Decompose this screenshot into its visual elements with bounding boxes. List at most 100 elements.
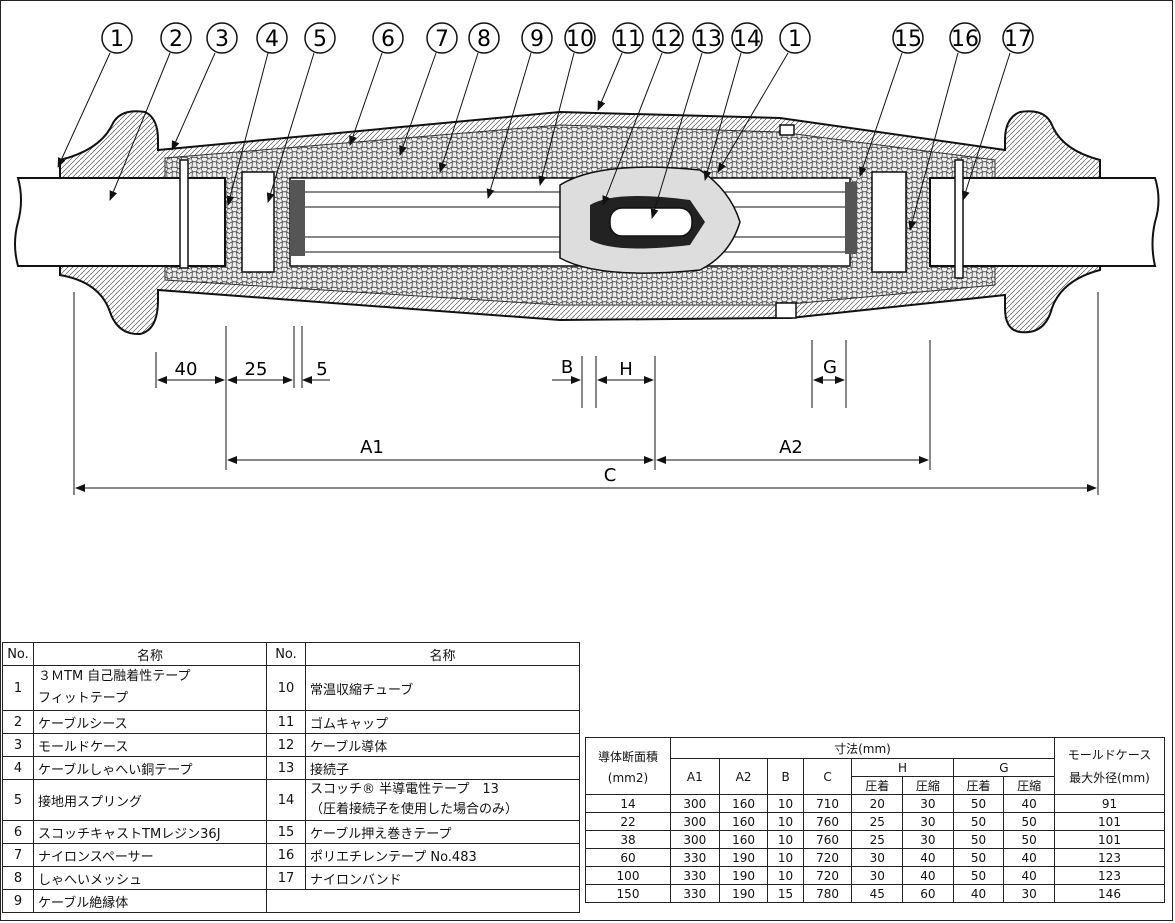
callout-15: 15 [859,22,924,177]
table-cell: 50 [952,812,1005,831]
cable-core [179,124,964,319]
header-no2: No. [266,642,306,666]
dimension-labels: 40 25 5 B H G A1 A2 C [175,357,837,486]
table-cell: 190 [718,848,769,867]
table-cell: 60 [585,848,671,867]
table-cell: 160 [718,830,769,849]
table-cell: 146 [1054,884,1165,903]
table-cell: 190 [718,884,769,903]
svg-text:15: 15 [894,27,922,52]
callout-9: 9 [486,22,553,199]
table-cell: 50 [1003,830,1055,849]
svg-text:A1: A1 [360,437,384,458]
table-cell: 22 [585,812,671,831]
table-cell: 123 [1054,848,1165,867]
callout-5: 5 [266,22,336,203]
table-cell: 760 [802,812,853,831]
svg-text:12: 12 [654,27,682,52]
svg-text:8: 8 [477,27,491,52]
table-cell: 760 [802,830,853,849]
table-cell: 10 [767,812,804,831]
table-row: 1 ３ＭTM 自己融着性テープフィットテープ 10 常温収縮チューブ [2,665,580,711]
table-cell: 330 [670,848,720,867]
table-cell: 25 [851,830,904,849]
dimension-lines [73,292,1099,495]
callout-7: 7 [399,22,458,156]
table-cell: 30 [1003,884,1055,903]
callout-6: 6 [349,22,404,146]
table-cell: 50 [1003,812,1055,831]
table-cell: 40 [952,884,1005,903]
callout-4: 4 [226,22,288,206]
svg-text:G: G [823,357,837,378]
callout-8: 8 [438,22,500,173]
svg-text:H: H [619,359,633,380]
table-cell: 20 [851,794,904,813]
table-cell: 50 [952,866,1005,885]
table-cell: 100 [585,866,671,885]
svg-text:1: 1 [788,27,802,52]
callout-11: 11 [597,22,644,111]
table-cell: 123 [1054,866,1165,885]
svg-text:14: 14 [733,27,761,52]
svg-text:C: C [604,465,617,486]
table-cell: 720 [802,848,853,867]
dims-header-row-1: 導体断面積(mm2) 寸法(mm) モールドケース最大外径(mm) [585,737,1165,795]
table-cell: 720 [802,866,853,885]
callout-3: 3 [171,22,238,151]
table-cell: 330 [670,884,720,903]
header-no: No. [2,642,34,666]
svg-text:9: 9 [530,27,544,52]
table-cell: 10 [767,830,804,849]
header-name2: 名称 [305,642,580,666]
callout-13: 13 [650,22,724,219]
svg-text:11: 11 [614,27,642,52]
table-cell: 30 [902,830,954,849]
table-cell: 300 [670,812,720,831]
joint-cross-section-diagram: 1 2 3 4 5 6 7 8 9 10 11 12 13 14 1 15 16… [14,22,1160,495]
callout-2: 2 [109,22,192,201]
table-cell: 91 [1054,794,1165,813]
svg-text:4: 4 [265,27,279,52]
table-cell: 101 [1054,812,1165,831]
table-row: 5 接地用スプリング 14 スコッチ® 半導電性テープ 13（圧着接続子を使用し… [2,779,580,821]
table-cell: 15 [767,884,804,903]
cable-right [929,177,1160,267]
svg-text:5: 5 [313,27,327,52]
svg-text:16: 16 [951,27,979,52]
table-cell: 300 [670,794,720,813]
table-cell: 160 [718,794,769,813]
table-cell: 40 [1003,866,1055,885]
table-cell: 45 [851,884,904,903]
cable-left [14,177,226,267]
table-cell: 710 [802,794,853,813]
table-cell: 30 [851,866,904,885]
table-cell: 25 [851,812,904,831]
table-cell: 50 [952,830,1005,849]
svg-text:B: B [561,357,573,378]
svg-text:7: 7 [435,27,449,52]
svg-text:17: 17 [1004,27,1032,52]
table-cell: 40 [1003,848,1055,867]
table-cell: 14 [585,794,671,813]
callout-labels: 1 2 3 4 5 6 7 8 9 10 11 12 13 14 1 15 16… [57,22,1034,231]
table-cell: 330 [670,866,720,885]
table-cell: 780 [802,884,853,903]
svg-text:3: 3 [215,27,229,52]
table-cell: 30 [851,848,904,867]
callout-12: 12 [602,22,684,206]
table-cell: 60 [902,884,954,903]
